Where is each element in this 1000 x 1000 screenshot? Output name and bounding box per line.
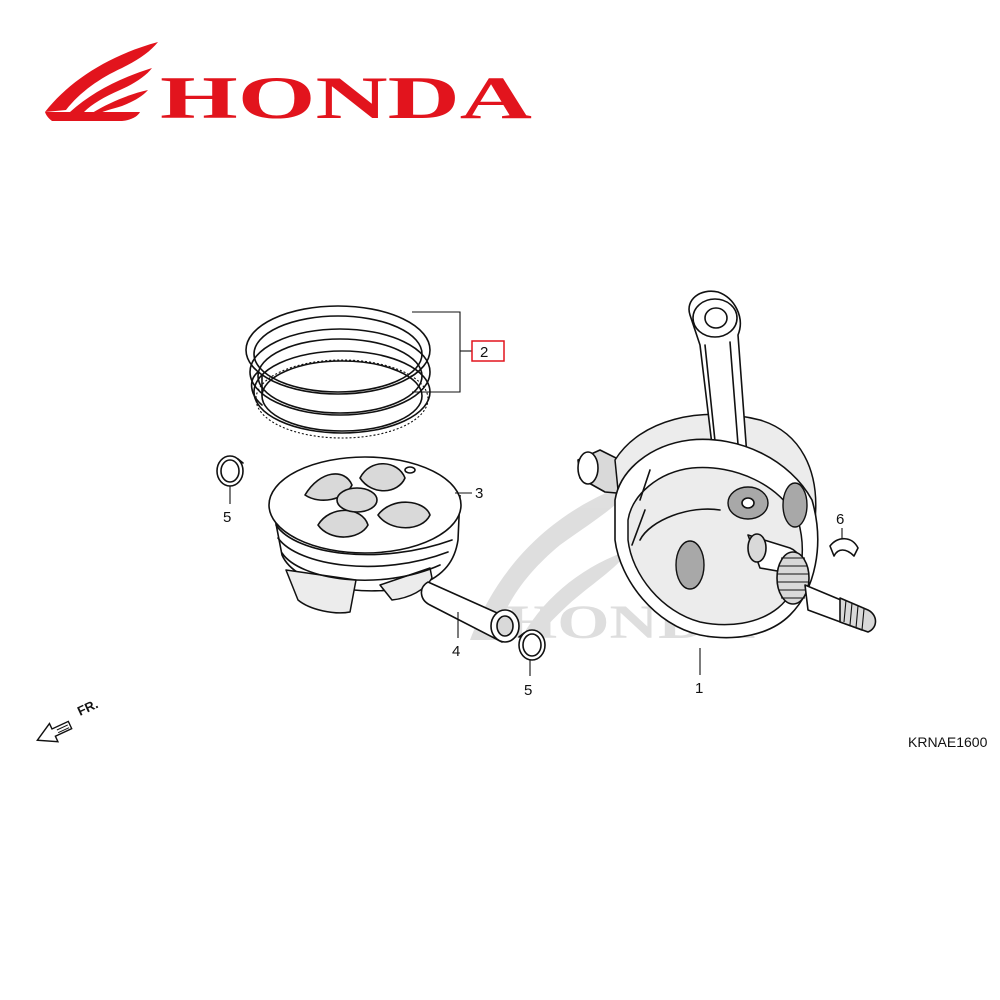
pin-clip-right[interactable] [518,629,546,661]
pin-clip-left[interactable] [216,455,244,487]
piston-ring-set[interactable] [245,305,431,439]
crankshaft[interactable] [577,290,877,639]
callout-5-left[interactable]: 5 [223,509,231,526]
honda-logo: HONDA [45,42,532,131]
flywheel-lightening-holes [675,482,808,590]
wing-icon [45,42,158,121]
callout-1[interactable]: 1 [695,680,703,697]
callout-2-leader [412,311,505,393]
arrow-front-icon [36,720,73,743]
brand-wordmark: HONDA [160,65,532,131]
piston-pin[interactable] [420,581,520,643]
callout-6[interactable]: 6 [836,511,844,528]
piston[interactable] [268,456,462,614]
callout-2-highlight [471,340,505,362]
crankshaft-gear [776,551,810,605]
callout-5-right[interactable]: 5 [524,682,532,699]
front-direction-indicator: FR. [36,696,100,743]
callout-2[interactable]: 2 [480,344,488,361]
woodruff-key[interactable] [829,537,859,557]
piston-crown-valve-reliefs [304,463,431,538]
front-label: FR. [75,696,100,718]
diagram-code: KRNAE1600 [908,734,988,750]
crankshaft-thread [839,597,877,633]
callout-4[interactable]: 4 [452,643,460,660]
callout-3[interactable]: 3 [475,485,483,502]
